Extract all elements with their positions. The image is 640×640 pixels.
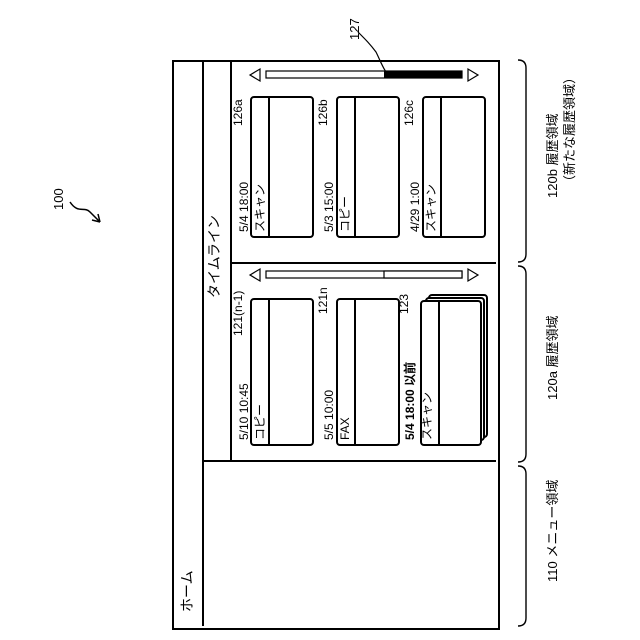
card-126b-ref: 126b	[317, 99, 329, 126]
menu-divider	[204, 460, 496, 462]
card-123-datetime: 5/4 18:00 以前	[404, 362, 416, 440]
scrollbar-a[interactable]	[248, 266, 480, 284]
figure-arrow	[68, 198, 108, 228]
home-label: ホーム	[180, 570, 194, 612]
card-121n-ref: 121n	[317, 287, 329, 314]
card-123-ref: 123	[398, 294, 410, 314]
figure-number: 100	[52, 188, 65, 210]
card-126b-datetime: 5/3 15:00	[323, 182, 335, 232]
card-126b-type: コピー	[339, 196, 351, 232]
scroll-left-arrow-icon[interactable]	[250, 269, 260, 281]
history-divider	[232, 262, 496, 264]
card-121n-1-type: コピー	[254, 404, 266, 440]
scroll-right-arrow-icon[interactable]	[468, 269, 478, 281]
home-divider	[202, 62, 204, 626]
card-121n-datetime: 5/5 10:00	[323, 390, 335, 440]
card-126a-type: スキャン	[254, 184, 266, 232]
timeline-label: タイムライン	[207, 215, 221, 298]
scroll-right-arrow-icon[interactable]	[468, 69, 478, 81]
scrollbar-leader	[352, 30, 392, 74]
card-split	[440, 96, 442, 236]
card-126c-ref: 126c	[403, 100, 415, 126]
card-split	[268, 298, 270, 444]
card-126c-type: スキャン	[425, 184, 437, 232]
scroll-thumb[interactable]	[384, 271, 462, 278]
region-brackets	[508, 56, 538, 631]
card-126c-datetime: 4/29 1:00	[409, 182, 421, 232]
card-split	[354, 96, 356, 236]
region-label-110: 110 メニュー領域	[546, 480, 559, 582]
card-123-type: スキャン	[421, 392, 433, 440]
card-split	[268, 96, 270, 236]
region-label-120b-line2: （新たな履歴領域）	[563, 71, 576, 188]
card-121n-type: FAX	[339, 417, 351, 440]
region-label-120a: 120a 履歴領域	[546, 315, 559, 400]
scroll-thumb[interactable]	[384, 71, 462, 78]
card-126a-ref: 126a	[232, 99, 244, 126]
card-121n-1-datetime: 5/10 10:45	[238, 383, 250, 440]
card-126a-datetime: 5/4 18:00	[238, 182, 250, 232]
scroll-left-arrow-icon[interactable]	[250, 69, 260, 81]
region-label-120b-line1: 120b 履歴領域	[546, 113, 559, 198]
card-split	[438, 300, 440, 444]
card-split	[354, 298, 356, 444]
card-121n-1-ref: 121(n-1)	[232, 291, 244, 336]
